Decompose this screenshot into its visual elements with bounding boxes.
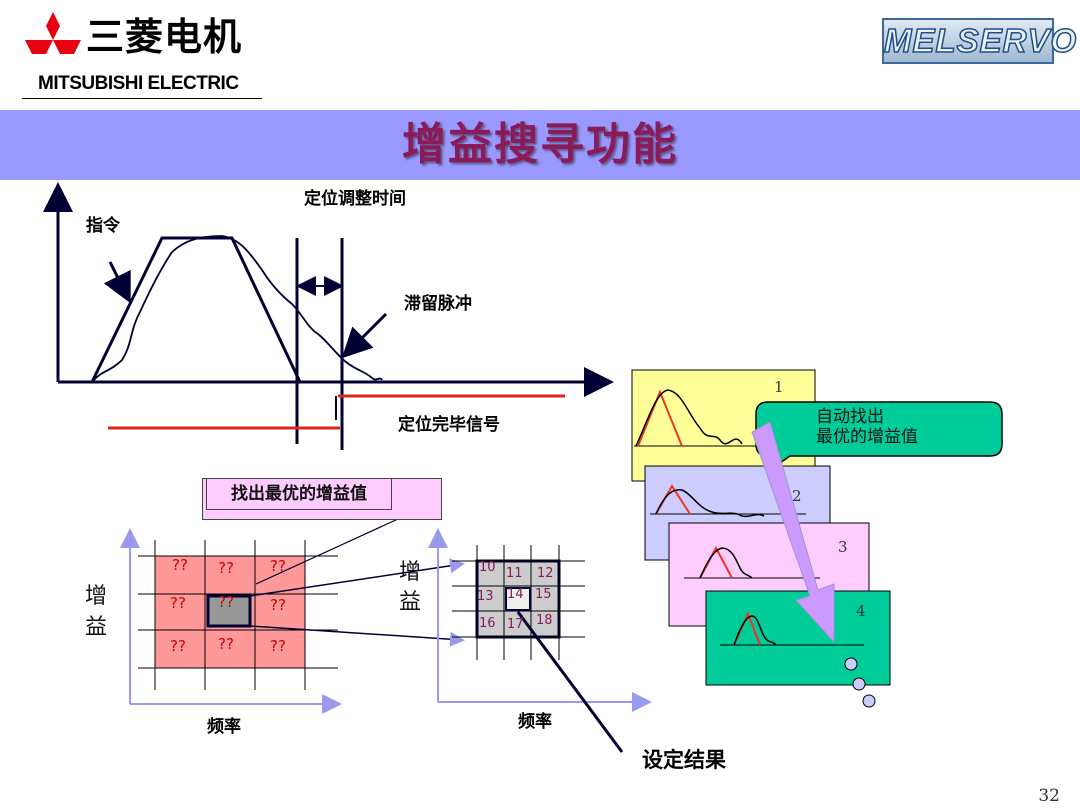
unknown-mark: ?? [218, 635, 234, 653]
fine-cell-label: 12 [537, 566, 554, 581]
title-band [0, 110, 1080, 180]
panel-4 [705, 590, 891, 686]
unknown-mark: ?? [270, 596, 286, 614]
unknown-mark: ?? [218, 559, 234, 577]
command-trapezoid [90, 236, 302, 383]
panel-number: 4 [856, 602, 866, 620]
result-pointer [516, 611, 624, 753]
logo-english-text: MITSUBISHI ELECTRIC [38, 73, 239, 94]
logo-underline [22, 98, 262, 99]
unknown-mark: ?? [170, 637, 186, 655]
gain-axis-char-2-fine: 益 [398, 590, 421, 615]
panel-number: 2 [792, 487, 802, 505]
frequency-label-right: 频率 [518, 712, 552, 732]
unknown-mark: ?? [218, 593, 234, 611]
fine-cell-label: 13 [477, 589, 494, 604]
callout-text: 自动找出 最优的增益值 [816, 407, 918, 447]
page-number: 32 [1038, 786, 1060, 806]
fine-cell-label: 14 [507, 587, 524, 602]
unknown-mark: ?? [270, 557, 286, 575]
callout-line-1: 自动找出 [816, 407, 884, 427]
page-title: 增益搜寻功能 [402, 119, 678, 170]
selected-coarse-cell [206, 594, 252, 628]
position-waveform-chart [43, 182, 614, 450]
command-label: 指令 [86, 216, 120, 236]
fine-cell-label: 17 [507, 617, 524, 632]
melservo-logo: MELSERVO [882, 18, 1077, 64]
callout-line-2: 最优的增益值 [816, 427, 918, 447]
unknown-mark: ?? [270, 637, 286, 655]
fine-cell-label: 10 [479, 560, 496, 575]
find-best-gain-label: 找出最优的增益值 [206, 478, 392, 510]
set-result-label: 设定结果 [642, 748, 726, 772]
fine-cell-label: 16 [479, 616, 496, 631]
fine-cell-label: 11 [506, 566, 523, 581]
gain-axis-char-1: 增 [84, 584, 107, 609]
complete-signal-label: 定位完毕信号 [398, 415, 500, 435]
fine-cell-label: 15 [535, 587, 552, 602]
panel-number: 3 [838, 538, 848, 556]
settle-time-label: 定位调整时间 [304, 189, 406, 209]
mitsubishi-logo-icon [25, 12, 81, 54]
fine-search-grid [428, 528, 652, 753]
droop-pulse-label: 滞留脉冲 [404, 294, 472, 314]
coarse-search-grid [120, 507, 465, 714]
panel-number: 1 [774, 378, 784, 396]
droop-pointer [341, 312, 388, 359]
callout-bubble [755, 401, 1003, 708]
feedback-curve [91, 235, 383, 383]
unknown-mark: ?? [170, 594, 186, 612]
gain-axis-char-1-fine: 增 [398, 560, 421, 585]
fine-cell-label: 18 [536, 613, 553, 628]
command-pointer [103, 261, 131, 304]
frequency-label-left: 频率 [207, 717, 241, 737]
best-fine-cell [505, 587, 531, 611]
unknown-mark: ?? [172, 556, 188, 574]
logo-japanese-text: 三菱电机 [86, 15, 243, 59]
gain-axis-char-2: 益 [84, 615, 107, 640]
convergence-arrow [751, 421, 835, 644]
